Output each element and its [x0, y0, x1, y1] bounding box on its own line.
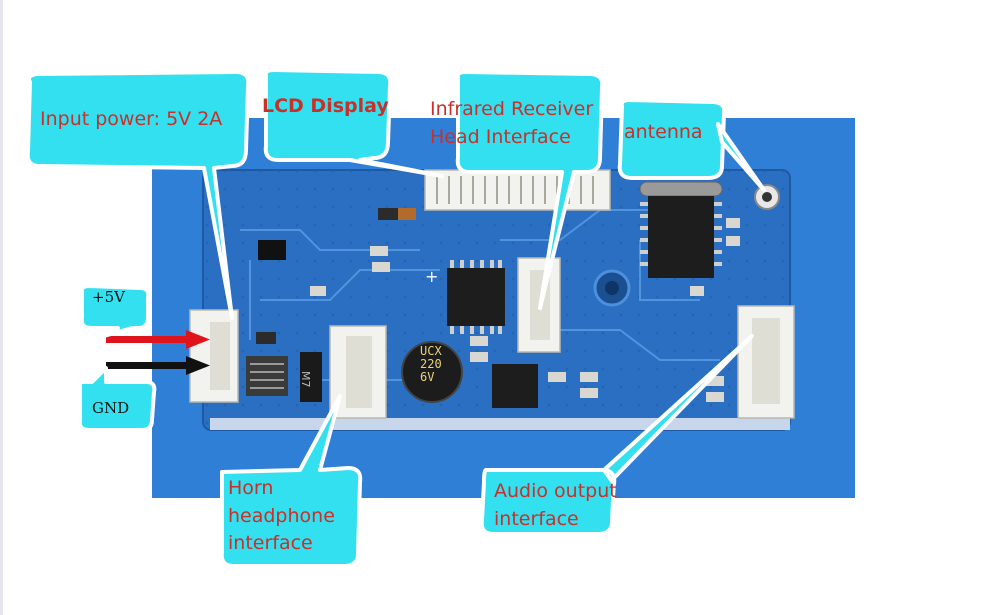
- callout-infrared: [455, 70, 605, 310]
- callout-lcd: [263, 68, 444, 178]
- callout-audio: [479, 334, 754, 536]
- ic-center: [447, 268, 505, 326]
- diode-marking: M7: [299, 371, 312, 388]
- callout-input-power: [25, 70, 251, 320]
- callouts: [25, 68, 766, 568]
- connector-power: [189, 309, 239, 403]
- label-horn-headphone: Horn headphone interface: [228, 477, 335, 555]
- label-gnd: GND: [92, 399, 130, 417]
- smd-components: [256, 208, 740, 402]
- connector-infrared: [517, 257, 561, 353]
- crystal: [639, 181, 723, 197]
- board-plus-sign: +: [425, 267, 438, 286]
- callout-plus5v: [79, 284, 151, 338]
- label-audio-output: Audio output interface: [494, 480, 617, 530]
- label-plus5v: +5V: [92, 288, 125, 306]
- regulator: [246, 356, 288, 396]
- ic-right: [648, 196, 714, 278]
- connector-audio: [737, 305, 795, 419]
- left-border: [0, 0, 3, 615]
- callout-antenna: [617, 98, 727, 180]
- capacitor: [401, 341, 463, 403]
- label-infrared-receiver: Infrared Receiver Head Interface: [430, 98, 594, 148]
- wire-positive: [106, 330, 210, 349]
- diode: [300, 352, 322, 402]
- ic-lower: [492, 364, 538, 408]
- label-lcd-display: LCD Display: [262, 95, 389, 117]
- callout-horn: [219, 394, 363, 568]
- callout-gnd: [77, 366, 157, 432]
- wire-ground: [106, 356, 210, 375]
- label-antenna: antenna: [624, 121, 703, 143]
- callout-antenna-pointer: [716, 122, 766, 192]
- lcd-connector: [424, 169, 611, 211]
- label-input-power: Input power: 5V 2A: [40, 108, 223, 130]
